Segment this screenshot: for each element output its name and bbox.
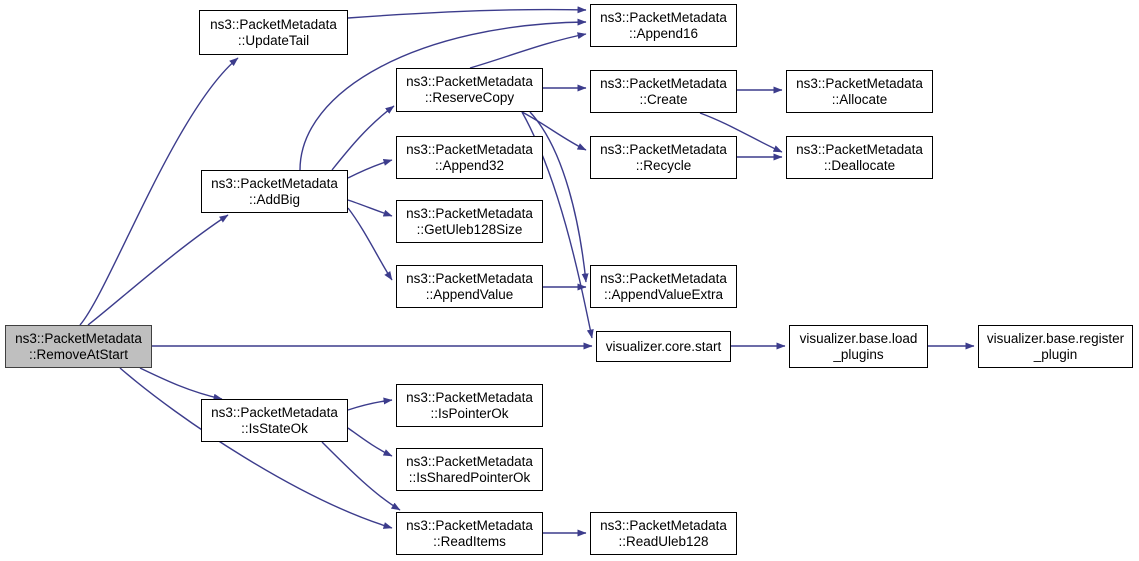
graph-node-label: ns3::PacketMetadata ::GetUleb128Size bbox=[406, 205, 533, 237]
graph-node-label: ns3::PacketMetadata ::AppendValue bbox=[406, 270, 533, 302]
graph-node-label: ns3::PacketMetadata ::Append32 bbox=[406, 141, 533, 173]
graph-edge-addbig-to-getuleb128size bbox=[347, 199, 393, 217]
graph-node-label: ns3::PacketMetadata ::ReadUleb128 bbox=[600, 517, 727, 549]
graph-edge-removeatstart-to-addbig bbox=[87, 214, 229, 326]
graph-node-getuleb128size[interactable]: ns3::PacketMetadata ::GetUleb128Size bbox=[396, 200, 543, 243]
graph-node-readuleb128[interactable]: ns3::PacketMetadata ::ReadUleb128 bbox=[590, 512, 737, 555]
graph-node-label: ns3::PacketMetadata ::Append16 bbox=[600, 9, 727, 41]
graph-node-appendvalueextra[interactable]: ns3::PacketMetadata ::AppendValueExtra bbox=[590, 265, 737, 308]
graph-node-visualizercorestart[interactable]: visualizer.core.start bbox=[596, 331, 731, 362]
graph-node-label: ns3::PacketMetadata ::IsPointerOk bbox=[406, 389, 533, 421]
graph-node-deallocate[interactable]: ns3::PacketMetadata ::Deallocate bbox=[786, 136, 933, 179]
graph-node-recycle[interactable]: ns3::PacketMetadata ::Recycle bbox=[590, 136, 737, 179]
graph-node-label: visualizer.base.load _plugins bbox=[799, 330, 918, 362]
graph-edge-updatetail-to-append16 bbox=[347, 6, 587, 19]
graph-node-append16[interactable]: ns3::PacketMetadata ::Append16 bbox=[590, 4, 737, 47]
graph-node-addbig[interactable]: ns3::PacketMetadata ::AddBig bbox=[201, 170, 348, 213]
graph-node-allocate[interactable]: ns3::PacketMetadata ::Allocate bbox=[786, 70, 933, 113]
graph-node-label: ns3::PacketMetadata ::AddBig bbox=[211, 175, 338, 207]
graph-node-appendvalue[interactable]: ns3::PacketMetadata ::AppendValue bbox=[396, 265, 543, 308]
graph-edge-removeatstart-to-readitems bbox=[119, 367, 393, 529]
graph-node-label: ns3::PacketMetadata ::AppendValueExtra bbox=[600, 270, 727, 302]
graph-node-label: ns3::PacketMetadata ::Recycle bbox=[600, 141, 727, 173]
graph-node-label: ns3::PacketMetadata ::Create bbox=[600, 75, 727, 107]
graph-node-visualizerregisterplugin[interactable]: visualizer.base.register _plugin bbox=[978, 325, 1133, 368]
graph-node-readitems[interactable]: ns3::PacketMetadata ::ReadItems bbox=[396, 512, 543, 555]
graph-node-label: ns3::PacketMetadata ::IsStateOk bbox=[211, 404, 338, 436]
graph-edge-isstateok-to-issharedpointerok bbox=[347, 427, 393, 457]
graph-node-updatetail[interactable]: ns3::PacketMetadata ::UpdateTail bbox=[199, 10, 348, 55]
graph-node-label: ns3::PacketMetadata ::Deallocate bbox=[796, 141, 923, 173]
graph-edge-removeatstart-to-isstateok bbox=[139, 367, 223, 401]
graph-node-label: ns3::PacketMetadata ::Allocate bbox=[796, 75, 923, 107]
graph-node-create[interactable]: ns3::PacketMetadata ::Create bbox=[590, 70, 737, 113]
graph-node-label: ns3::PacketMetadata ::IsSharedPointerOk bbox=[406, 453, 533, 485]
graph-node-ispointerok[interactable]: ns3::PacketMetadata ::IsPointerOk bbox=[396, 384, 543, 427]
graph-node-removeatstart[interactable]: ns3::PacketMetadata ::RemoveAtStart bbox=[5, 325, 152, 368]
graph-node-label: ns3::PacketMetadata ::UpdateTail bbox=[210, 16, 337, 48]
graph-node-label: visualizer.base.register _plugin bbox=[986, 330, 1125, 362]
graph-node-label: ns3::PacketMetadata ::ReadItems bbox=[406, 517, 533, 549]
graph-node-label: ns3::PacketMetadata ::ReserveCopy bbox=[406, 74, 533, 105]
graph-node-reservecopy[interactable]: ns3::PacketMetadata ::ReserveCopy bbox=[396, 68, 543, 112]
graph-node-append32[interactable]: ns3::PacketMetadata ::Append32 bbox=[396, 136, 543, 179]
graph-node-isstateok[interactable]: ns3::PacketMetadata ::IsStateOk bbox=[201, 399, 348, 442]
graph-node-issharedpointerok[interactable]: ns3::PacketMetadata ::IsSharedPointerOk bbox=[396, 448, 543, 491]
graph-node-visualizerloadplugins[interactable]: visualizer.base.load _plugins bbox=[789, 325, 928, 368]
graph-edge-isstateok-to-readitems bbox=[321, 441, 401, 511]
graph-edge-addbig-to-appendvalue bbox=[347, 207, 393, 281]
graph-edge-addbig-to-append32 bbox=[347, 159, 393, 179]
graph-node-label: ns3::PacketMetadata ::RemoveAtStart bbox=[15, 330, 142, 362]
graph-edge-reservecopy-to-append16 bbox=[469, 32, 587, 69]
graph-edge-isstateok-to-ispointerok bbox=[347, 397, 393, 411]
graph-edge-addbig-to-reservecopy bbox=[331, 105, 395, 171]
graph-node-label: visualizer.core.start bbox=[605, 338, 722, 354]
